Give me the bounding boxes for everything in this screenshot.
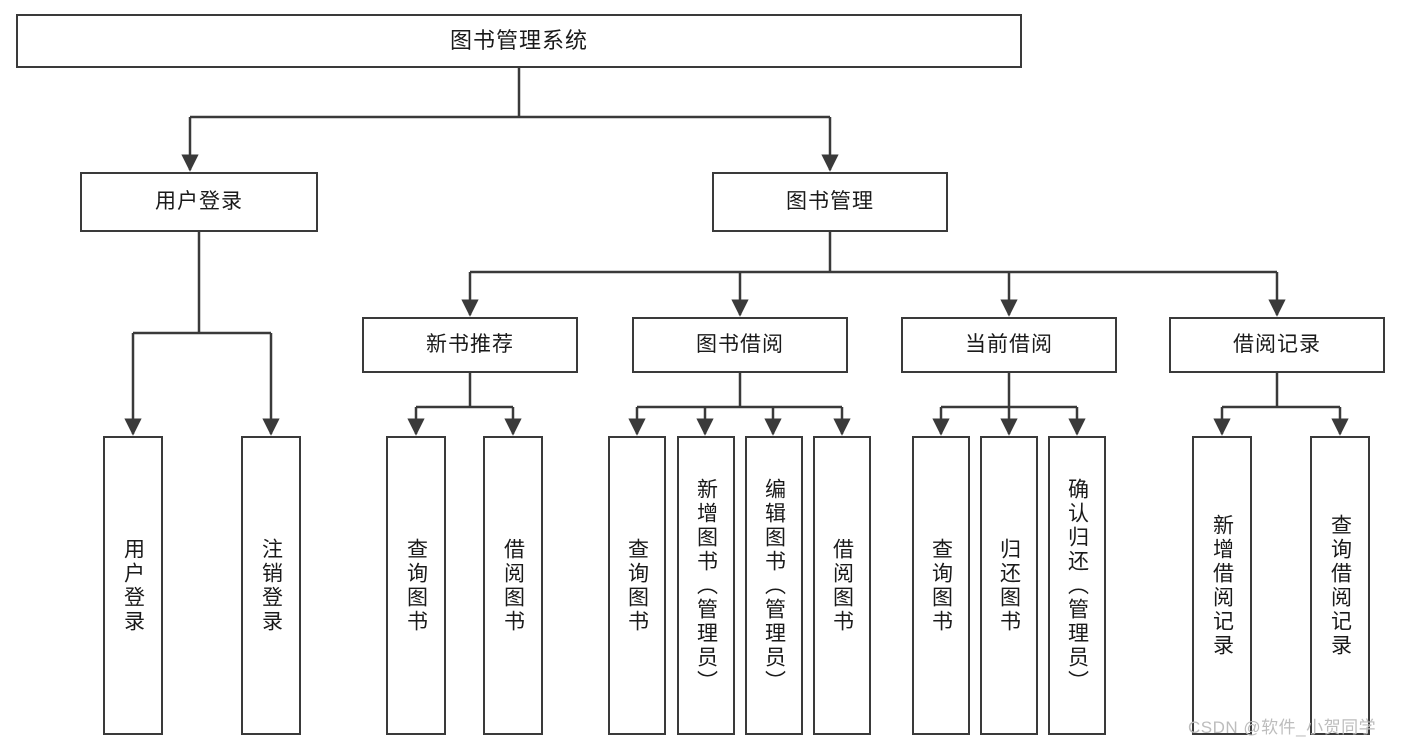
csdn-watermark: CSDN @软件_小贺同学 bbox=[1188, 718, 1377, 737]
leaf-user-login-label: 用户登录 bbox=[121, 537, 145, 634]
leaf-borrow-book-recommend[interactable]: 借阅图书 bbox=[483, 436, 543, 735]
leaf-query-book-borrow-label: 查询图书 bbox=[625, 537, 649, 634]
node-current-borrow-label: 当前借阅 bbox=[965, 332, 1053, 356]
leaf-add-borrow-record-label: 新增借阅记录 bbox=[1210, 513, 1234, 658]
leaf-query-borrow-record-label: 查询借阅记录 bbox=[1328, 513, 1352, 658]
node-root-label: 图书管理系统 bbox=[449, 28, 588, 54]
leaf-query-book-borrow[interactable]: 查询图书 bbox=[608, 436, 666, 735]
node-book-management[interactable]: 图书管理 bbox=[712, 172, 948, 232]
leaf-add-book-admin[interactable]: 新增图书（管理员） bbox=[677, 436, 735, 735]
leaf-confirm-return-admin[interactable]: 确认归还（管理员） bbox=[1048, 436, 1106, 735]
leaf-query-book-recommend[interactable]: 查询图书 bbox=[386, 436, 446, 735]
leaf-query-book-current-label: 查询图书 bbox=[929, 537, 953, 634]
leaf-query-borrow-record[interactable]: 查询借阅记录 bbox=[1310, 436, 1370, 735]
leaf-borrow-book-label: 借阅图书 bbox=[830, 537, 854, 634]
leaf-borrow-book-recommend-label: 借阅图书 bbox=[501, 537, 525, 634]
leaf-logout-label: 注销登录 bbox=[259, 537, 283, 634]
node-user-login-label: 用户登录 bbox=[155, 189, 243, 213]
leaf-user-login[interactable]: 用户登录 bbox=[103, 436, 163, 735]
node-user-login[interactable]: 用户登录 bbox=[80, 172, 318, 232]
node-current-borrow[interactable]: 当前借阅 bbox=[901, 317, 1117, 373]
leaf-return-book-label: 归还图书 bbox=[997, 537, 1021, 634]
leaf-edit-book-admin-label: 编辑图书（管理员） bbox=[762, 477, 786, 694]
leaf-query-book-current[interactable]: 查询图书 bbox=[912, 436, 970, 735]
node-borrow-record[interactable]: 借阅记录 bbox=[1169, 317, 1385, 373]
node-book-borrow-label: 图书借阅 bbox=[696, 332, 784, 356]
node-root[interactable]: 图书管理系统 bbox=[16, 14, 1022, 68]
node-book-borrow[interactable]: 图书借阅 bbox=[632, 317, 848, 373]
leaf-edit-book-admin[interactable]: 编辑图书（管理员） bbox=[745, 436, 803, 735]
leaf-add-borrow-record[interactable]: 新增借阅记录 bbox=[1192, 436, 1252, 735]
node-new-book-recommend[interactable]: 新书推荐 bbox=[362, 317, 578, 373]
leaf-confirm-return-admin-label: 确认归还（管理员） bbox=[1065, 477, 1089, 694]
leaf-query-book-recommend-label: 查询图书 bbox=[404, 537, 428, 634]
leaf-logout[interactable]: 注销登录 bbox=[241, 436, 301, 735]
node-borrow-record-label: 借阅记录 bbox=[1233, 332, 1321, 356]
node-new-book-recommend-label: 新书推荐 bbox=[426, 332, 514, 356]
leaf-return-book[interactable]: 归还图书 bbox=[980, 436, 1038, 735]
leaf-borrow-book[interactable]: 借阅图书 bbox=[813, 436, 871, 735]
node-book-management-label: 图书管理 bbox=[786, 189, 874, 213]
leaf-add-book-admin-label: 新增图书（管理员） bbox=[694, 477, 718, 694]
